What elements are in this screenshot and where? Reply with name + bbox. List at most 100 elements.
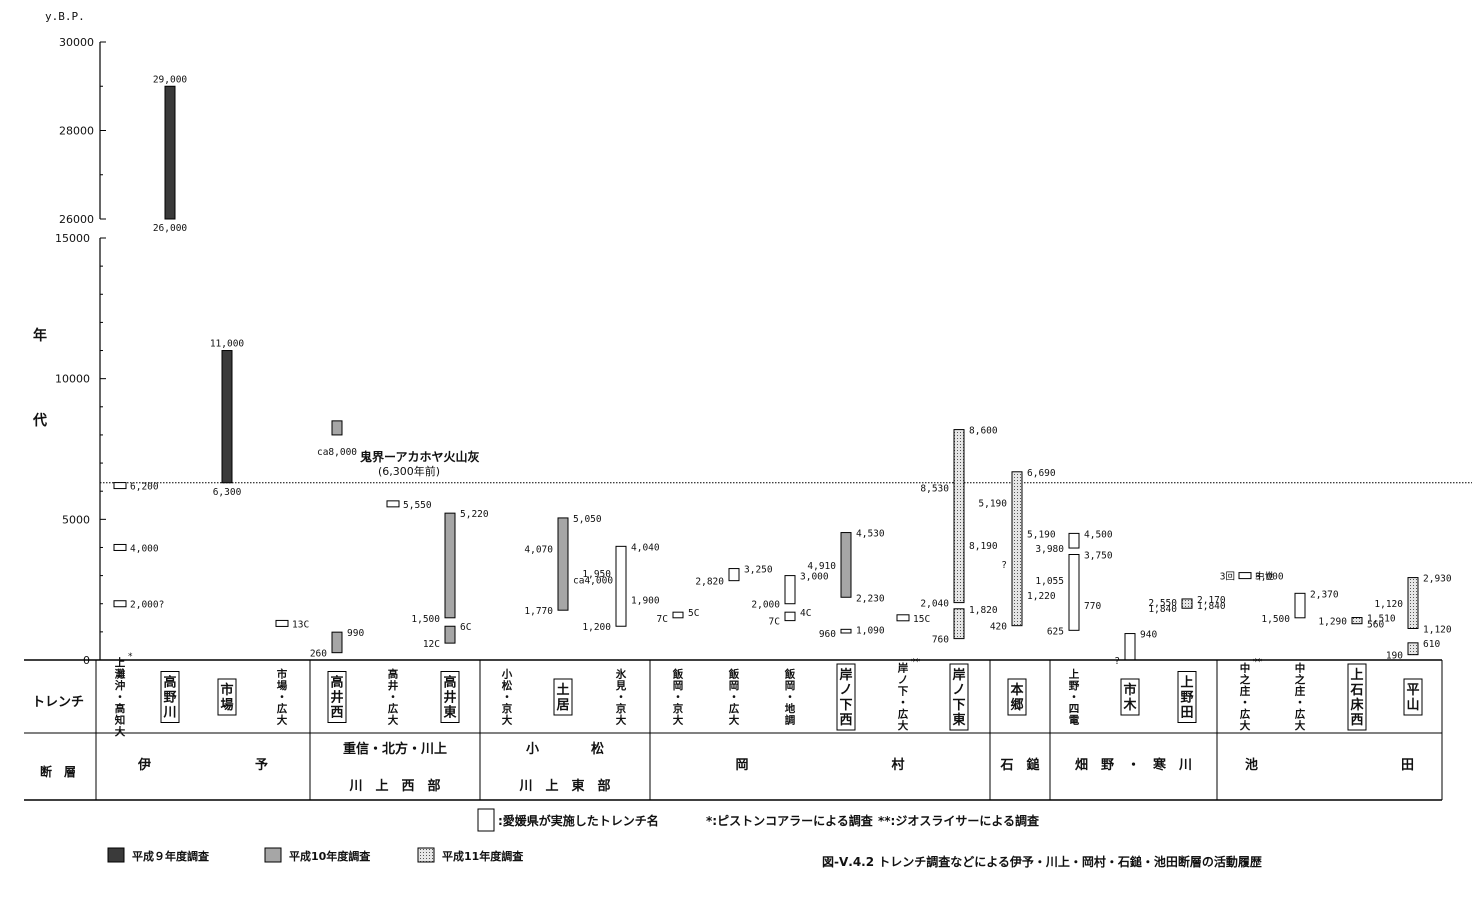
bar-value-label: 4C (800, 608, 811, 619)
bar-value-label: 7C (769, 617, 780, 628)
trench-name-char: ノ (898, 674, 909, 686)
trench-name-char: 見 (615, 680, 627, 692)
activity-bar (784, 575, 796, 605)
bar-value-label: 5,190 (1027, 529, 1056, 540)
trench-name-char: 本 (1010, 682, 1023, 698)
bar-value-label: 770 (1084, 601, 1101, 612)
trench-name-char: 岸 (839, 667, 852, 683)
trench-name-char: 灘 (115, 667, 126, 680)
trench-name-char: 中 (1295, 662, 1306, 675)
trench-name-char: 沖 (115, 679, 126, 692)
bar-value-label: 1,500 (1261, 614, 1290, 625)
activity-bar (1068, 532, 1080, 549)
lower-tick-label: 5000 (62, 513, 90, 526)
bar-value-label: 4,500 (1084, 529, 1113, 540)
trench-mark: * (128, 652, 133, 662)
bar-value-label: 2,230 (856, 593, 885, 604)
trench-name-char: 上 (1350, 668, 1363, 683)
bar-value-label: 1,900 (631, 596, 660, 607)
trench-name-char: ・ (616, 691, 627, 703)
trench-name-char: 広 (388, 702, 399, 715)
bar-value-label: 4,530 (856, 529, 885, 540)
trench-name-char: 市 (1123, 682, 1136, 698)
trench-name-box (1120, 678, 1140, 716)
double-star-note: **:ジオスライサーによる調査 (878, 813, 1040, 828)
bar-value-label: 6C (460, 622, 471, 633)
bar-value-label: 5,190 (978, 499, 1007, 510)
bar-value-label: 2,370 (1310, 589, 1339, 600)
trench-mark: ** (1253, 658, 1263, 668)
trench-name-char: 土 (556, 682, 569, 698)
bar-value-label: 4,070 (524, 545, 553, 556)
trench-name-char: 高 (388, 667, 399, 680)
trench-name-char: 場 (277, 679, 288, 692)
bar-value-label: 4,910 (807, 561, 836, 572)
bar-value-label: 260 (310, 649, 327, 660)
trench-name-char: ノ (839, 683, 852, 698)
bar-value-label: 1,500 (411, 614, 440, 625)
upper-tick-label: 28000 (59, 125, 94, 138)
age-marker (896, 614, 910, 622)
trench-name-box (1177, 671, 1197, 723)
activity-bar (615, 545, 627, 627)
trench-name-char: 高 (443, 675, 456, 691)
trench-name-char: 市 (277, 667, 288, 680)
series-legend-swatch (417, 847, 435, 863)
trench-name-char: 平 (1406, 683, 1419, 698)
trench-name-char: 井 (443, 690, 456, 706)
trench-name-char: ・ (785, 691, 796, 703)
trench-name-box (160, 671, 180, 723)
bar-value-label: 11,000 (210, 339, 245, 350)
bar-value-label: 5,220 (460, 509, 489, 520)
age-marker (113, 600, 127, 608)
trench-name-char: 東 (952, 712, 965, 728)
trench-name-char: 中 (1240, 662, 1251, 675)
bar-value-label: 760 (932, 635, 949, 646)
bar-value-label: 190 (1386, 651, 1403, 662)
bar-value-label: 1,120 (1423, 624, 1452, 635)
bar-value-label: 3,750 (1084, 551, 1113, 562)
bar-value-label: 1,200 (582, 622, 611, 633)
trench-name-char: ・ (1295, 697, 1306, 709)
fault-name-line2: 川 上 西 部 (348, 778, 440, 794)
bar-value-label: 13C (292, 619, 309, 630)
trench-name-char: ・ (898, 697, 909, 709)
bar-value-label: 1,510 (1367, 614, 1396, 625)
trench-name-char: 大 (729, 713, 740, 726)
trench-name-box (327, 671, 347, 723)
bar-value-label: ? (1114, 656, 1120, 667)
trench-name-char: ・ (1240, 697, 1251, 709)
activity-bar (1181, 598, 1193, 609)
bar-value-label: 29,000 (153, 74, 188, 85)
bar-value-label: 12C (423, 639, 440, 650)
bar-value-label: 1,120 (1374, 599, 1403, 610)
trench-name-char: ・ (388, 691, 399, 703)
trench-name-char: 広 (1240, 708, 1251, 721)
series-legend-swatch (264, 847, 282, 863)
trench-name-char: 庄 (1295, 685, 1306, 698)
trench-name-char: ・ (115, 691, 126, 703)
bar-value-label: 960 (819, 629, 836, 640)
bar-value-label: 5C (688, 608, 699, 619)
trench-name-char: ・ (502, 691, 513, 703)
trench-name-char: 之 (1240, 673, 1251, 686)
activity-bar (1407, 577, 1419, 629)
trench-name-char: 西 (839, 713, 852, 728)
bar-value-label: 3,250 (744, 565, 773, 576)
bar-value-label: 1,770 (524, 606, 553, 617)
bar-value-label: 1,820 (969, 605, 998, 616)
trench-name-char: 西 (330, 706, 343, 721)
trench-name-char: 大 (898, 719, 909, 732)
trench-name-char: 大 (115, 725, 126, 738)
trench-name-char: 山 (1406, 697, 1419, 713)
activity-bar (164, 85, 176, 220)
bar-value-label: 2,930 (1423, 574, 1452, 585)
bar-value-label: 4,000 (130, 543, 159, 554)
fault-name: 重信・北方・川上 (343, 741, 447, 757)
trench-name-char: 場 (220, 697, 233, 713)
activity-bar (953, 608, 965, 640)
trench-name-char: 大 (388, 713, 399, 726)
age-marker (113, 543, 127, 551)
bar-value-label: 990 (347, 628, 364, 639)
